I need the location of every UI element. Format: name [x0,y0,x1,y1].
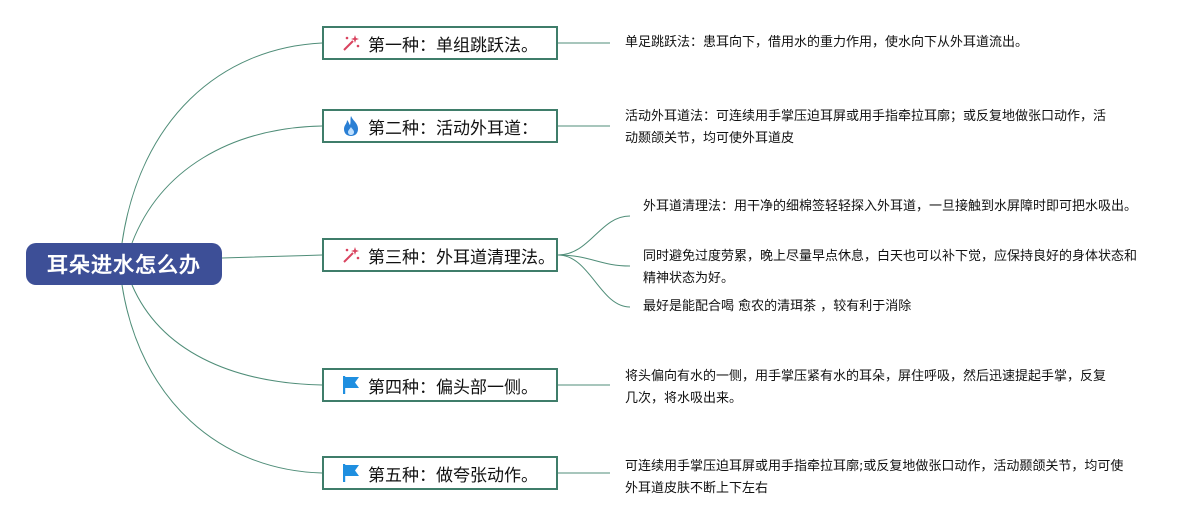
flame-icon [340,115,362,137]
connector-branch-3-note-2 [557,254,631,267]
branch-topic-1-label: 第一种：单组跳跃法。 [368,35,538,56]
branch-topic-5[interactable]: 第五种：做夸张动作。 [322,456,558,490]
branch-topic-4[interactable]: 第四种：偏头部一侧。 [322,368,558,402]
connector-branch-3-note-3 [557,254,631,308]
branch-topic-2[interactable]: 第二种：活动外耳道： [322,109,558,143]
sparkle-wand-icon [340,32,362,54]
flag-icon [340,374,362,396]
note-branch-2: 活动外耳道法：可连续用手掌压迫耳屏或用手指牵拉耳廓；或反复地做张口动作，活动颞颌… [625,109,1107,146]
branch-topic-1[interactable]: 第一种：单组跳跃法。 [322,26,558,60]
connector-branch-3-note-1 [557,215,631,256]
branch-topic-2-label: 第二种：活动外耳道： [368,118,538,139]
connector-root-branch-4 [131,284,323,386]
root-topic[interactable]: 耳朵进水怎么办 [26,243,222,285]
note-branch-3-1: 外耳道清理法：用干净的细棉签轻轻探入外耳道，一旦接触到水屏障时即可把水吸出。 [643,199,1138,214]
note-branch-4: 将头偏向有水的一侧，用手掌压紧有水的耳朵，屏住呼吸，然后迅速提起手掌，反复几次，… [625,369,1107,406]
connector-root-branch-3 [221,254,323,259]
sparkle-wand-icon [340,244,362,266]
branch-topic-3-label: 第三种：外耳道清理法。 [368,247,555,268]
connector-root-branch-2 [131,125,323,244]
note-branch-5: 可连续用手掌压迫耳屏或用手指牵拉耳廓;或反复地做张口动作，活动颞颌关节，均可使外… [625,459,1124,496]
connector-root-branch-1 [121,42,323,244]
note-branch-1: 单足跳跃法：患耳向下，借用水的重力作用，使水向下从外耳道流出。 [625,35,1029,50]
branch-topic-5-label: 第五种：做夸张动作。 [368,465,538,486]
branch-topic-3[interactable]: 第三种：外耳道清理法。 [322,238,558,272]
note-branch-3-3: 最好是能配合喝 愈农的清珥茶 ，较有利于消除 [643,299,912,314]
note-branch-3-2: 同时避免过度劳累，晚上尽量早点休息，白天也可以补下觉，应保持良好的身体状态和精神… [643,249,1138,286]
root-topic-label: 耳朵进水怎么办 [47,253,201,277]
flag-icon [340,462,362,484]
branch-topic-4-label: 第四种：偏头部一侧。 [368,377,538,398]
connector-root-branch-5 [121,284,323,474]
